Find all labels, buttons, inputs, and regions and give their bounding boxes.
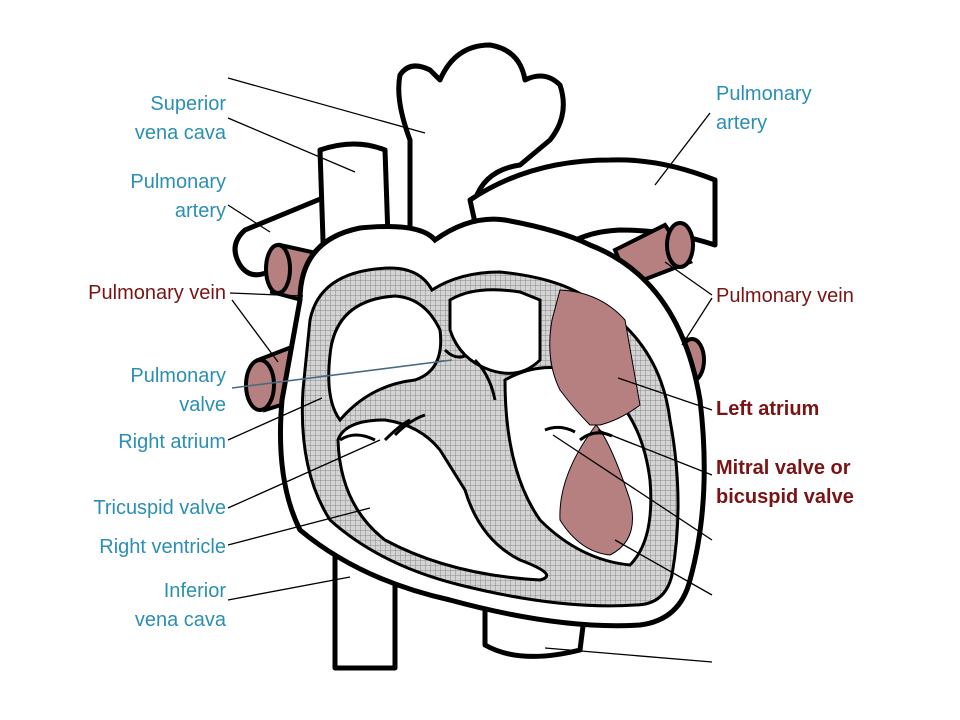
tricuspid-leaflets bbox=[339, 418, 411, 442]
vessels-back bbox=[232, 42, 718, 671]
leader-lines bbox=[227, 77, 713, 663]
label-superior-vena-cava: Superior vena cava bbox=[134, 93, 226, 144]
oxygenated-regions bbox=[549, 289, 641, 556]
label-pulmonary-artery-left: Pulmonary artery bbox=[130, 171, 226, 222]
label-right-ventricle: Right ventricle bbox=[99, 536, 226, 558]
label-mitral-valve: Mitral valve or bicuspid valve bbox=[716, 457, 854, 508]
left-ventricle-fill bbox=[559, 424, 633, 556]
septum-leaflet bbox=[393, 413, 426, 437]
label-pulmonary-vein-right: Pulmonary vein bbox=[716, 285, 854, 307]
pulmonary-valve-leaflets bbox=[443, 348, 497, 401]
label-pulmonary-vein-left: Pulmonary vein bbox=[88, 282, 226, 304]
label-inferior-vena-cava: Inferior vena cava bbox=[134, 580, 226, 631]
label-pulmonary-valve: Pulmonary valve bbox=[130, 365, 226, 416]
label-pulmonary-artery-right: Pulmonary artery bbox=[716, 83, 812, 134]
label-left-atrium: Left atrium bbox=[716, 398, 820, 420]
valves bbox=[339, 348, 613, 442]
label-right-atrium: Right atrium bbox=[118, 431, 226, 453]
left-atrium-fill bbox=[549, 289, 641, 426]
right-ventricle-cavity bbox=[336, 418, 549, 582]
label-tricuspid-valve: Tricuspid valve bbox=[93, 497, 226, 519]
aortic-arch bbox=[396, 42, 566, 293]
